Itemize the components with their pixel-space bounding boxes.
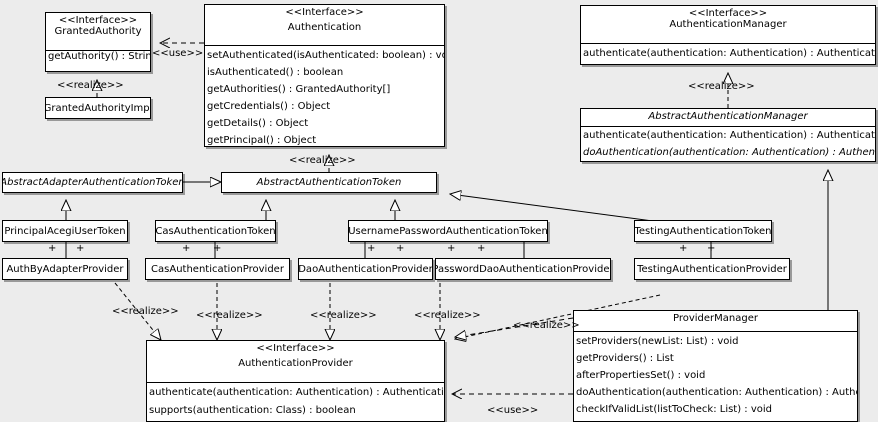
class-name: GrantedAuthorityImpl [45,102,151,114]
class-header: <<Interface>> GrantedAuthority [46,13,150,51]
class-abstract-adapter-authentication-token[interactable]: AbstractAdapterAuthenticationToken [2,172,183,193]
class-name: GrantedAuthority [54,26,142,37]
edge-label-realize-granted-authority-impl: <<realize>> [57,80,124,91]
class-name: AuthenticationManager [669,19,787,30]
association-marker-upat-right-2: + [477,243,486,254]
class-name: AbstractAdapterAuthenticationToken [2,177,183,188]
edge-label-realize-abstract-authentication-token: <<realize>> [289,155,356,166]
edge-label-use-granted-authority: <<use>> [152,48,204,59]
edge-label-realize-cas-authentication-provider: <<realize>> [196,310,263,321]
association-marker-cas-token-left: + [182,243,191,254]
operation: doAuthentication(authentication: Authent… [583,147,876,158]
edge-label-realize-auth-by-adapter-provider: <<realize>> [112,306,179,317]
edge-label-use-provider-manager: <<use>> [487,405,539,416]
association-marker-upat-left-2: + [396,243,405,254]
class-name: AuthenticationProvider [238,358,353,369]
class-principal-acegi-user-token[interactable]: PrincipalAcegiUserToken [2,220,128,242]
class-operations: setAuthenticated(isAuthenticated: boolea… [205,46,445,146]
class-abstract-authentication-token[interactable]: AbstractAuthenticationToken [221,172,437,193]
class-header: AbstractAuthenticationManager [581,109,875,127]
class-cas-authentication-token[interactable]: CasAuthenticationToken [155,220,276,242]
class-name: TestingAuthenticationToken [634,225,772,237]
class-operations: authenticate(authentication: Authenticat… [581,44,875,63]
operation: authenticate(authentication: Authenticat… [583,48,876,59]
class-name: TestingAuthenticationProvider [637,263,787,275]
operation: authenticate(authentication: Authenticat… [583,130,876,141]
class-authentication-manager[interactable]: <<Interface>> AuthenticationManager auth… [580,5,876,65]
stereotype-label: <<Interface>> [256,343,335,354]
class-name: DaoAuthenticationProvider [298,263,433,275]
operation: getAuthority() : String [48,51,151,62]
operation: supports(authentication: Class) : boolea… [149,405,356,416]
operation: isAuthenticated() : boolean [207,67,344,78]
association-marker-upat-left-1: + [367,243,376,254]
class-operations: authenticate(authentication: Authenticat… [581,127,875,161]
operation: afterPropertiesSet() : void [576,370,706,381]
operation: doAuthentication(authentication: Authent… [576,387,857,398]
class-name: CasAuthenticationToken [155,225,276,237]
class-cas-authentication-provider[interactable]: CasAuthenticationProvider [145,258,290,280]
class-name: PrincipalAcegiUserToken [4,225,126,237]
class-username-password-authentication-token[interactable]: UsernamePasswordAuthenticationToken [348,220,548,242]
class-name: AbstractAuthenticationToken [256,177,402,188]
operation: checkIfValidList(listToCheck: List) : vo… [576,404,773,415]
association-marker-cas-token-right: + [213,243,222,254]
edge-label-realize-dao-authentication-provider: <<realize>> [310,310,377,321]
stereotype-label: <<Interface>> [285,7,364,18]
operation: getProviders() : List [576,353,674,364]
class-authentication-provider[interactable]: <<Interface>> AuthenticationProvider aut… [146,340,445,422]
class-header: ProviderManager [574,311,857,332]
edge-label-realize-password-dao-authentication-provider: <<realize>> [414,310,481,321]
class-header: <<Interface>> Authentication [205,5,444,46]
class-granted-authority-impl[interactable]: GrantedAuthorityImpl [45,97,151,119]
operation: setAuthenticated(isAuthenticated: boolea… [207,50,445,61]
association-marker-principal-acegi-left: + [48,243,57,254]
edge-label-realize-provider-manager: <<realize>> [513,320,580,331]
operation: getPrincipal() : Object [207,135,317,146]
class-name: Authentication [287,22,362,33]
association-marker-testing-token-left: + [679,243,688,254]
class-operations: authenticate(authentication: Authenticat… [147,383,444,420]
class-testing-authentication-token[interactable]: TestingAuthenticationToken [634,220,772,242]
stereotype-label: <<Interface>> [688,8,768,19]
operation: setProviders(newList: List) : void [576,336,739,347]
class-name: AuthByAdapterProvider [6,263,124,275]
operation: getCredentials() : Object [207,101,331,112]
class-granted-authority[interactable]: <<Interface>> GrantedAuthority getAuthor… [45,12,151,72]
class-operations: getAuthority() : String [46,51,150,62]
operation: getAuthorities() : GrantedAuthority[] [207,84,391,95]
class-testing-authentication-provider[interactable]: TestingAuthenticationProvider [634,258,790,280]
association-marker-testing-token-right: + [707,243,716,254]
stereotype-label: <<Interface>> [58,15,138,26]
operation: authenticate(authentication: Authenticat… [149,387,445,398]
class-provider-manager[interactable]: ProviderManager setProviders(newList: Li… [573,310,858,422]
class-header: <<Interface>> AuthenticationManager [581,6,875,44]
edge-label-realize-abstract-authentication-manager: <<realize>> [688,81,755,92]
operation: getDetails() : Object [207,118,309,129]
class-name: UsernamePasswordAuthenticationToken [348,225,548,237]
association-marker-principal-acegi-right: + [76,243,85,254]
class-password-dao-authentication-provider[interactable]: PasswordDaoAuthenticationProvider [435,258,611,280]
class-name: AbstractAuthenticationManager [648,111,808,122]
class-name: CasAuthenticationProvider [151,263,284,275]
class-operations: setProviders(newList: List) : void getPr… [574,332,857,418]
class-dao-authentication-provider[interactable]: DaoAuthenticationProvider [298,258,433,280]
class-header: <<Interface>> AuthenticationProvider [147,341,444,383]
association-marker-upat-right-1: + [447,243,456,254]
class-auth-by-adapter-provider[interactable]: AuthByAdapterProvider [2,258,128,280]
class-authentication[interactable]: <<Interface>> Authentication setAuthenti… [204,4,445,147]
class-abstract-authentication-manager[interactable]: AbstractAuthenticationManager authentica… [580,108,876,162]
class-name: PasswordDaoAuthenticationProvider [435,263,611,275]
class-name: ProviderManager [672,313,758,324]
